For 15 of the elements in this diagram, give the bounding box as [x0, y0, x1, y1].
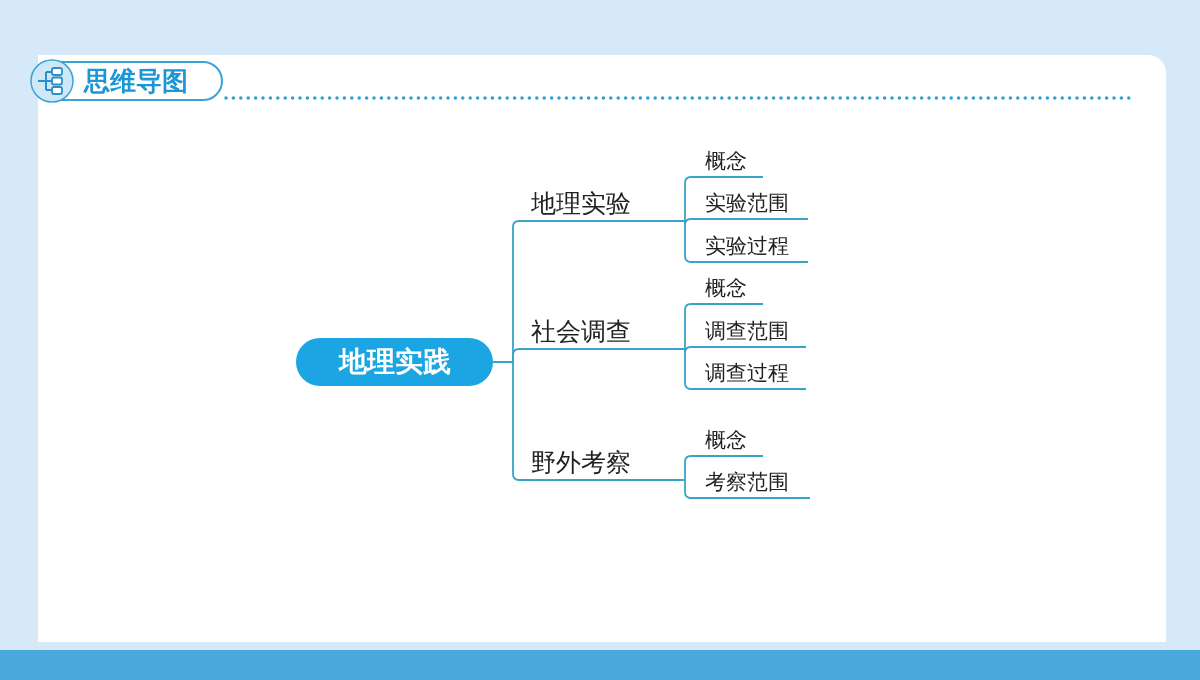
sub-topic: 实验过程 — [693, 231, 808, 263]
central-topic: 地理实践 — [296, 338, 493, 386]
connector-line — [684, 455, 694, 481]
sub-topic: 概念 — [693, 425, 763, 457]
sub-topic: 概念 — [693, 273, 763, 305]
title: 思维导图 — [84, 65, 188, 98]
sub-topic: 调查过程 — [693, 358, 806, 390]
connector-line — [684, 479, 694, 499]
sub-topic: 考察范围 — [693, 467, 810, 499]
branch-topic: 社会调查 — [521, 316, 685, 350]
branch-topic: 野外考察 — [521, 447, 685, 481]
sub-topic: 实验范围 — [693, 188, 808, 220]
sub-topic: 概念 — [693, 146, 763, 178]
branch-topic: 地理实验 — [521, 188, 685, 222]
sub-topic: 调查范围 — [693, 316, 806, 348]
